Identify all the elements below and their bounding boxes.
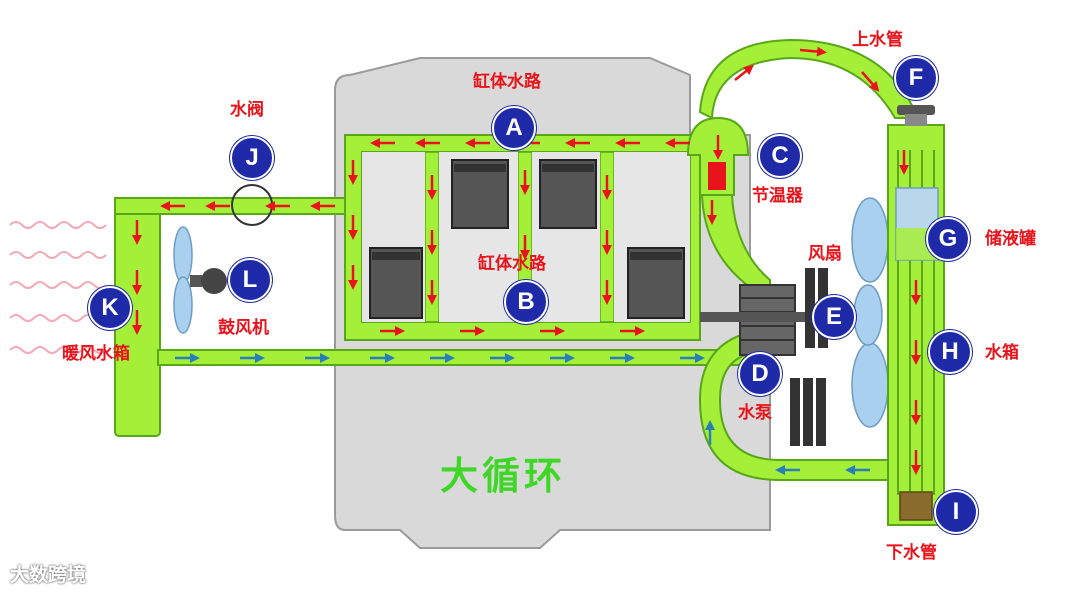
piston xyxy=(451,159,509,229)
label-reservoir: 储液罐 xyxy=(985,229,1036,249)
piston xyxy=(369,247,423,319)
label-water-valve: 水阀 xyxy=(230,100,264,120)
label-cylinder-water-path-mid: 缸体水路 xyxy=(478,254,546,274)
label-upper-hose: 上水管 xyxy=(852,30,903,50)
label-heater-core: 暖风水箱 xyxy=(62,344,130,364)
marker-a: A xyxy=(492,106,536,150)
warm-air-waves xyxy=(9,221,107,354)
cold-flow-arrows xyxy=(175,353,870,475)
label-lower-hose: 下水管 xyxy=(886,543,937,563)
marker-d: D xyxy=(738,352,782,396)
label-blower: 鼓风机 xyxy=(218,318,269,338)
blower-fan xyxy=(173,226,227,334)
radiator-fan xyxy=(851,197,889,428)
label-fan: 风扇 xyxy=(808,244,842,264)
diagram-title: 大循环 xyxy=(440,453,567,498)
fan-shaft xyxy=(700,312,860,322)
radiator-cap xyxy=(897,105,935,115)
marker-j: J xyxy=(230,136,274,180)
marker-c: C xyxy=(758,134,802,178)
label-thermostat: 节温器 xyxy=(752,186,803,206)
marker-g: G xyxy=(926,217,970,261)
marker-h: H xyxy=(928,330,972,374)
marker-l: L xyxy=(228,258,272,302)
marker-b: B xyxy=(504,280,548,324)
piston xyxy=(539,159,597,229)
lower-hose xyxy=(698,328,891,481)
label-cylinder-water-path-top: 缸体水路 xyxy=(473,72,541,92)
thermostat xyxy=(708,162,726,190)
watermark: 大数跨境 xyxy=(10,564,87,586)
marker-f: F xyxy=(894,56,938,100)
radiator-drain xyxy=(899,491,933,521)
marker-e: E xyxy=(812,295,856,339)
label-water-pump: 水泵 xyxy=(738,403,772,423)
label-radiator: 水箱 xyxy=(985,343,1019,363)
marker-k: K xyxy=(88,286,132,330)
piston xyxy=(627,247,685,319)
marker-i: I xyxy=(934,490,978,534)
radiator-neck xyxy=(905,114,927,126)
